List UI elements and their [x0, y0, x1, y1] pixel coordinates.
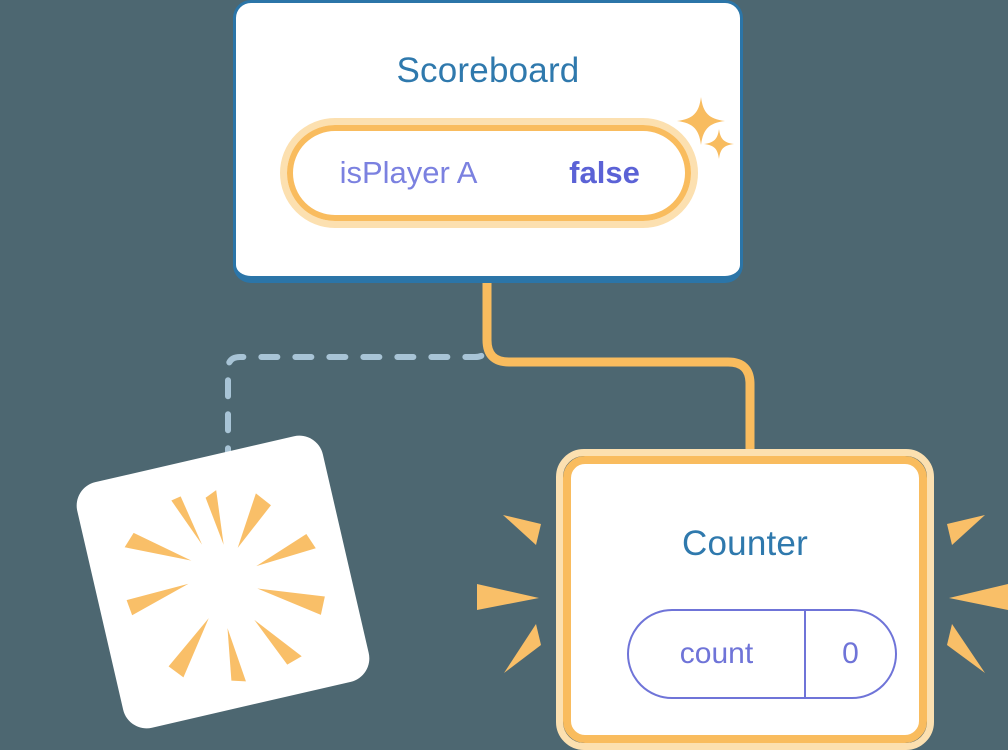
scoreboard-chip-value: false [569, 155, 640, 190]
counter-chip[interactable]: count 0 [627, 609, 897, 699]
counter-chip-value: 0 [842, 637, 859, 670]
burst-rays-ghost [124, 490, 325, 682]
sparkle-large-icon [677, 97, 725, 145]
counter-chip-key: count [629, 611, 806, 697]
scoreboard-chip-key: isPlayer A [339, 155, 478, 190]
connector-scoreboard-to-ghost [225, 287, 490, 481]
counter-title: Counter [682, 524, 808, 563]
counter-card-glow [556, 449, 934, 750]
scoreboard-chip[interactable]: isPlayer A false [280, 118, 698, 228]
scoreboard-chip-glow [280, 118, 698, 228]
node-scoreboard[interactable]: Scoreboard isPlayer A false [233, 0, 743, 283]
scoreboard-chip-body: isPlayer A false [287, 125, 691, 221]
sparkle-small-icon [704, 129, 734, 159]
node-counter[interactable]: Counter count 0 [556, 449, 934, 750]
counter-card-body: Counter count 0 [563, 456, 927, 743]
connector-scoreboard-to-counter [482, 278, 755, 475]
scoreboard-title: Scoreboard [396, 51, 580, 90]
burst-rays-counter-right [947, 515, 1008, 673]
burst-rays-counter-left [477, 515, 541, 673]
